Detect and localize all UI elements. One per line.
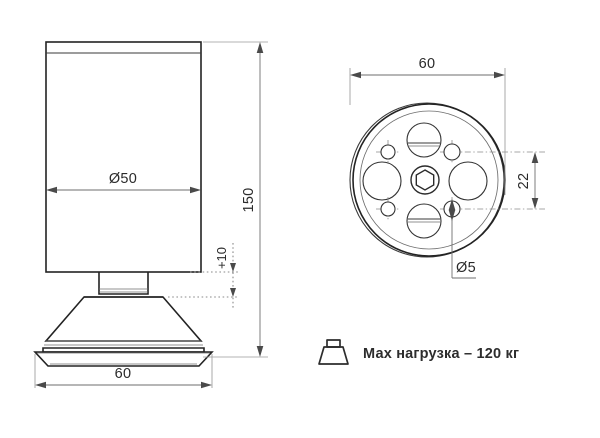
dimension-label-hole-diameter-5: Ø5 [456,260,476,276]
front-elevation-view: Ø50 150 +10 60 [33,41,268,389]
slotted-screw-top [406,122,442,158]
load-capacity-note: Мах нагрузка – 120 кг [318,339,519,365]
dimension-height-150: 150 [203,41,268,358]
dimension-label-adjust-plus-10: +10 [214,247,229,269]
dimension-label-diameter-50: Ø50 [109,171,137,187]
dimension-hole-diameter-5: Ø5 [448,199,476,279]
top-plan-view: 60 22 Ø5 [349,56,545,279]
dimension-label-base-width-60: 60 [115,366,132,382]
dimension-adjust-plus-10: +10 [168,243,238,310]
weight-icon [318,339,349,365]
dimension-label-bolt-spacing-22: 22 [516,173,532,190]
center-hex-socket [410,165,440,195]
dimension-bolt-spacing-22: 22 [516,152,539,209]
mounting-hole-lower-left [376,197,400,221]
large-hole-right [448,161,488,201]
dimension-label-outer-diameter-60: 60 [419,56,436,72]
conical-base [33,296,214,367]
cylinder-body [45,41,202,273]
slotted-screw-bottom [406,203,442,239]
mounting-hole-upper-left [376,140,400,164]
dimension-base-width-60: 60 [34,354,213,389]
large-hole-left [362,161,402,201]
dimension-outer-diameter-60: 60 [349,56,506,195]
dimension-diameter-50: Ø50 [46,171,201,194]
mounting-hole-upper-right [440,140,545,164]
dimension-label-height-150: 150 [241,187,257,212]
load-capacity-text: Мах нагрузка – 120 кг [363,346,519,362]
neck-section [98,272,149,295]
